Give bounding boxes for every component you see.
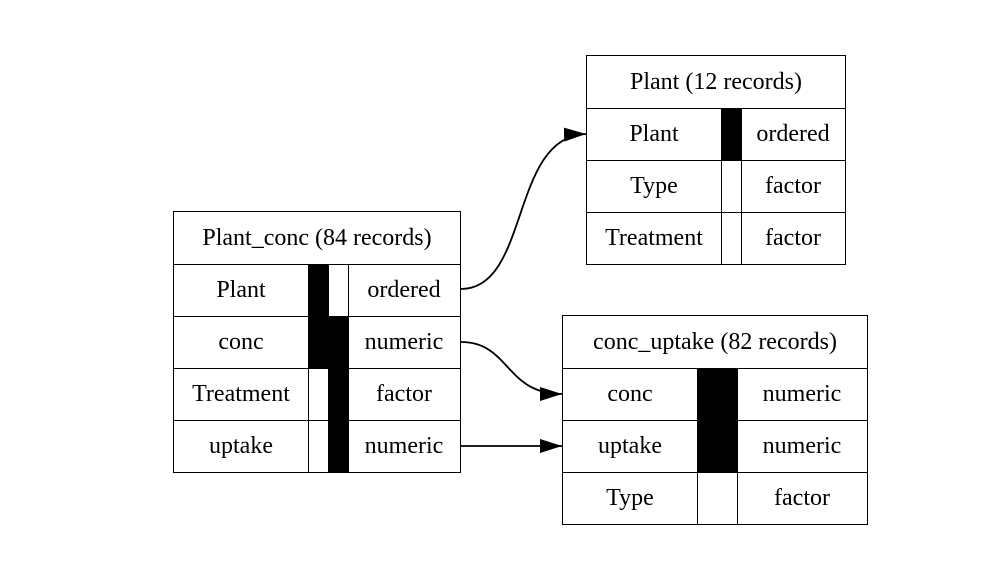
field-type: numeric <box>762 381 842 407</box>
table-row: uptake numeric <box>174 420 460 472</box>
table-plant: Plant (12 records) Plant ordered Type fa… <box>586 55 846 265</box>
column-divider <box>348 264 349 472</box>
table-conc-uptake: conc_uptake (82 records) conc numeric up… <box>562 315 868 525</box>
field-type: numeric <box>364 433 444 459</box>
key-marker <box>308 265 328 316</box>
field-name: Plant <box>629 121 679 147</box>
field-name: Treatment <box>605 225 703 251</box>
field-name: uptake <box>209 433 273 459</box>
field-name: Treatment <box>192 381 290 407</box>
key-marker <box>721 109 741 160</box>
table-row: Plant ordered <box>174 264 460 316</box>
field-type: factor <box>774 485 830 511</box>
column-divider <box>737 368 738 524</box>
column-divider <box>721 108 722 264</box>
key-marker <box>328 369 348 420</box>
key-marker <box>328 421 348 472</box>
field-type: ordered <box>756 121 830 147</box>
table-row: conc numeric <box>563 368 867 420</box>
table-title: Plant_conc (84 records) <box>202 224 432 251</box>
table-row: Plant ordered <box>587 108 845 160</box>
field-name: conc <box>607 381 653 407</box>
field-name: Type <box>630 173 678 199</box>
key-marker <box>697 369 737 420</box>
column-divider <box>308 264 309 472</box>
table-row: Type factor <box>563 472 867 524</box>
table-row: Treatment factor <box>587 212 845 264</box>
column-divider <box>697 368 698 524</box>
table-row: uptake numeric <box>563 420 867 472</box>
field-type: factor <box>765 225 821 251</box>
field-type: factor <box>376 381 432 407</box>
field-type: numeric <box>762 433 842 459</box>
table-row: Treatment factor <box>174 368 460 420</box>
key-marker <box>697 421 737 472</box>
field-type: ordered <box>367 277 441 303</box>
table-plant-conc: Plant_conc (84 records) Plant ordered co… <box>173 211 461 473</box>
field-type: numeric <box>364 329 444 355</box>
table-row: conc numeric <box>174 316 460 368</box>
relation-edge-2 <box>460 341 563 401</box>
column-divider <box>741 108 742 264</box>
field-name: Plant <box>216 277 266 303</box>
field-name: Type <box>606 485 654 511</box>
field-name: conc <box>218 329 264 355</box>
relation-edge-1 <box>460 127 587 290</box>
field-name: uptake <box>598 433 662 459</box>
field-type: factor <box>765 173 821 199</box>
table-title: conc_uptake (82 records) <box>593 328 837 355</box>
column-divider <box>328 264 329 472</box>
table-title: Plant (12 records) <box>630 68 802 95</box>
table-row: Type factor <box>587 160 845 212</box>
